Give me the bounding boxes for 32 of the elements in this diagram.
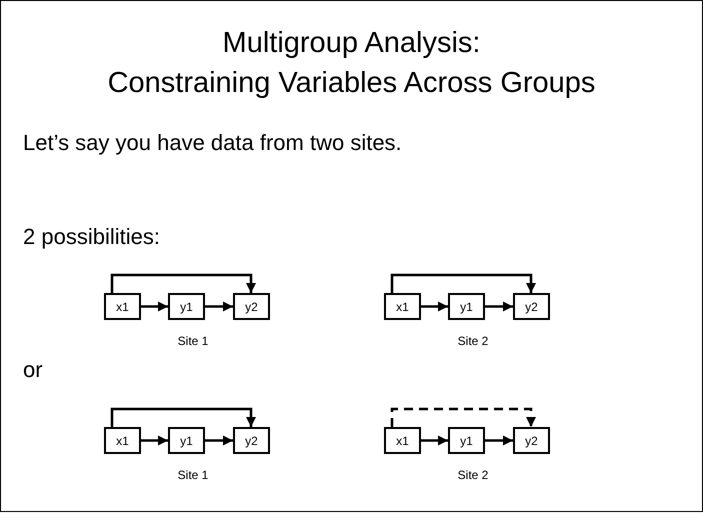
variable-box: y2 <box>233 427 270 454</box>
arrow <box>205 436 233 446</box>
variable-box: y2 <box>513 293 550 320</box>
arrow <box>205 302 233 312</box>
variable-box: y1 <box>168 293 205 320</box>
arrow <box>390 274 536 293</box>
arrow <box>141 302 168 312</box>
group-caption: Site 2 <box>458 468 488 482</box>
arrow <box>110 274 256 293</box>
body-text: 2 possibilities: <box>23 224 160 250</box>
group-caption: Site 1 <box>178 468 208 482</box>
arrow <box>141 436 168 446</box>
dashed-arrow <box>390 408 536 427</box>
variable-box: y1 <box>168 427 205 454</box>
variable-box: x1 <box>104 293 141 320</box>
arrow <box>485 302 513 312</box>
variable-box: x1 <box>104 427 141 454</box>
arrow <box>110 408 256 427</box>
group-caption: Site 2 <box>458 334 488 348</box>
variable-box: x1 <box>384 293 421 320</box>
arrow <box>485 436 513 446</box>
variable-box: x1 <box>384 427 421 454</box>
variable-box: y1 <box>448 427 485 454</box>
slide-title: Multigroup Analysis: Constraining Variables Across Groups <box>106 26 596 101</box>
body-text: Let’s say you have data from two sites. <box>23 130 402 156</box>
arrow <box>421 302 448 312</box>
body-text: or <box>23 357 43 383</box>
variable-box: y1 <box>448 293 485 320</box>
variable-box: y2 <box>233 293 270 320</box>
arrow <box>421 436 448 446</box>
variable-box: y2 <box>513 427 550 454</box>
group-caption: Site 1 <box>178 334 208 348</box>
